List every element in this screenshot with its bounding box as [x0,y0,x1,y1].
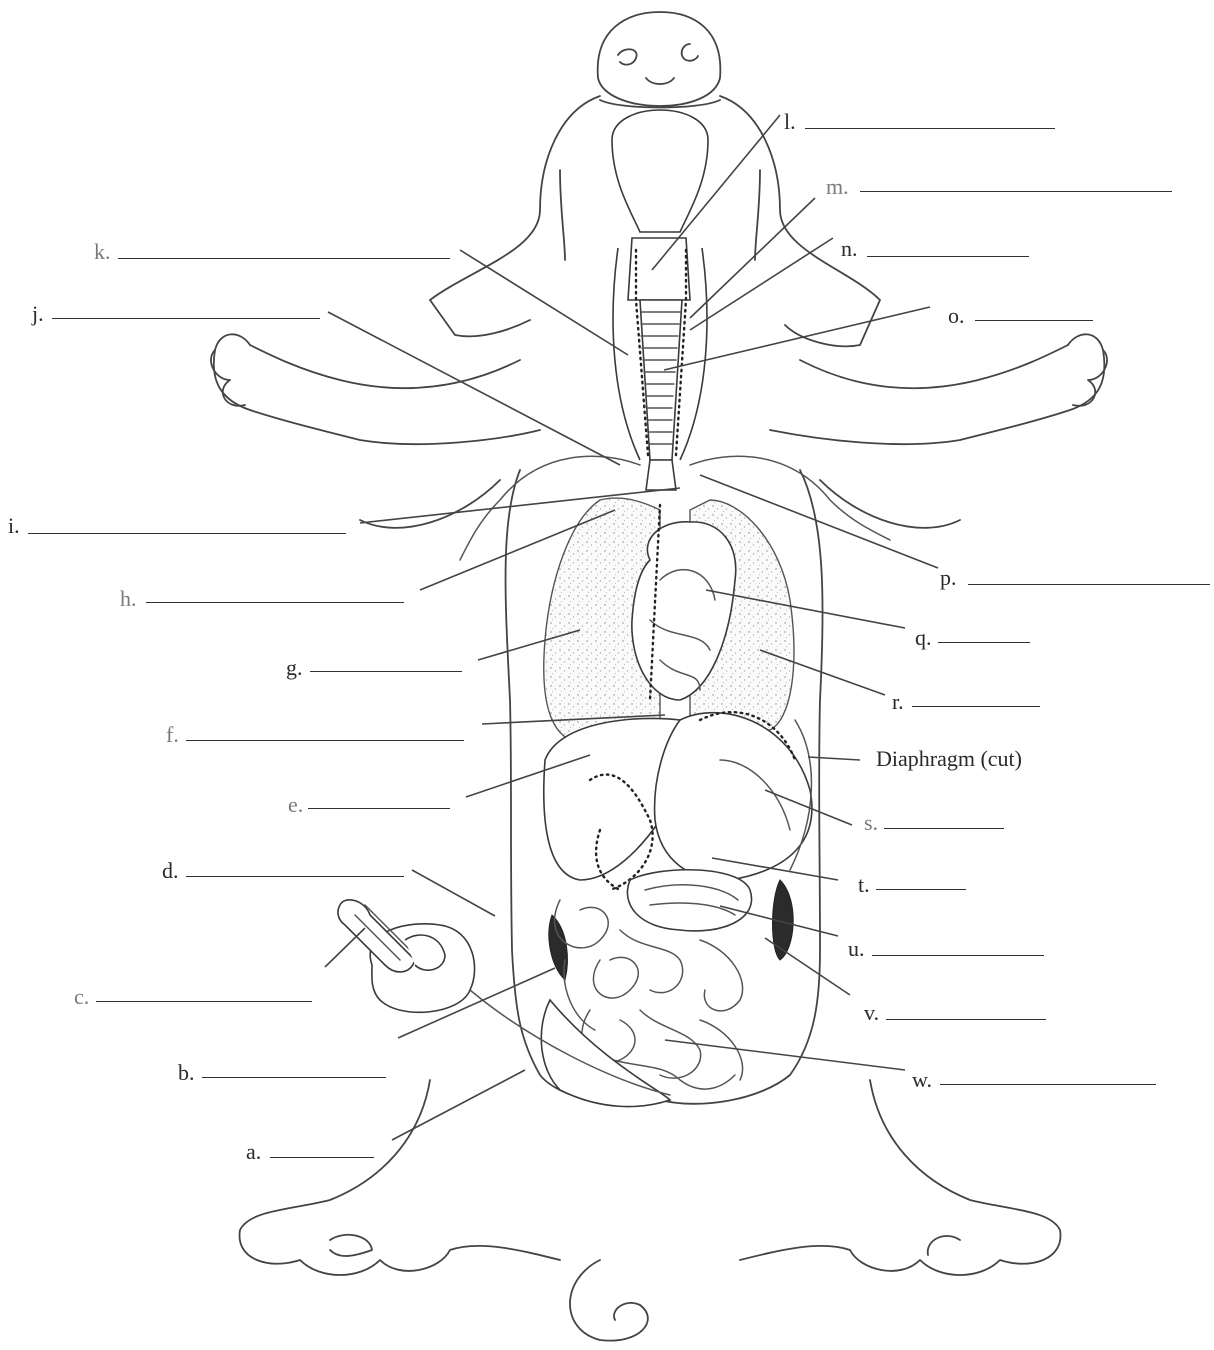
blank-d[interactable] [186,876,404,877]
left-forelimb [211,334,540,444]
urinary-bladder [541,1000,670,1107]
label-j: j. [32,303,44,325]
blank-m[interactable] [860,191,1172,192]
blank-t[interactable] [876,889,966,890]
cecum [338,900,475,1013]
blank-h[interactable] [146,602,404,603]
label-e: e. [288,794,303,816]
trachea [613,238,707,460]
blank-n[interactable] [867,256,1029,257]
pancreas [627,870,751,931]
label-u: u. [848,938,865,960]
label-p: p. [940,567,957,589]
blank-a[interactable] [270,1157,374,1158]
blank-g[interactable] [310,671,462,672]
blank-r[interactable] [912,706,1040,707]
blank-w[interactable] [940,1084,1156,1085]
blank-v[interactable] [886,1019,1046,1020]
blank-i[interactable] [28,533,346,534]
label-h: h. [120,588,137,610]
blank-b[interactable] [202,1077,386,1078]
label-q: q. [915,627,932,649]
blank-e[interactable] [308,808,450,809]
right-forelimb [770,334,1107,444]
label-b: b. [178,1062,195,1084]
blank-o[interactable] [975,320,1093,321]
label-v: v. [864,1002,879,1024]
label-d: d. [162,860,179,882]
label-s: s. [864,812,878,834]
hind-limbs [240,1080,1061,1341]
blank-c[interactable] [96,1001,312,1002]
blank-s[interactable] [884,828,1004,829]
blank-f[interactable] [186,740,464,741]
stomach [655,713,812,880]
label-w: w. [912,1069,932,1091]
label-f: f. [166,724,179,746]
head-outline [598,12,721,106]
label-k: k. [94,241,111,263]
blank-p[interactable] [968,584,1210,585]
label-o: o. [948,305,965,327]
blank-k[interactable] [118,258,450,259]
label-l: l. [784,111,796,133]
label-i: i. [8,515,20,537]
blank-u[interactable] [872,955,1044,956]
label-r: r. [892,691,904,713]
label-t: t. [858,874,870,896]
oral-cavity [612,110,708,232]
diaphragm-label: Diaphragm (cut) [876,748,1022,770]
label-c: c. [74,986,89,1008]
blank-q[interactable] [938,642,1030,643]
label-g: g. [286,657,303,679]
label-a: a. [246,1141,261,1163]
blank-l[interactable] [805,128,1055,129]
label-m: m. [826,176,849,198]
blank-j[interactable] [52,318,320,319]
label-n: n. [841,238,858,260]
